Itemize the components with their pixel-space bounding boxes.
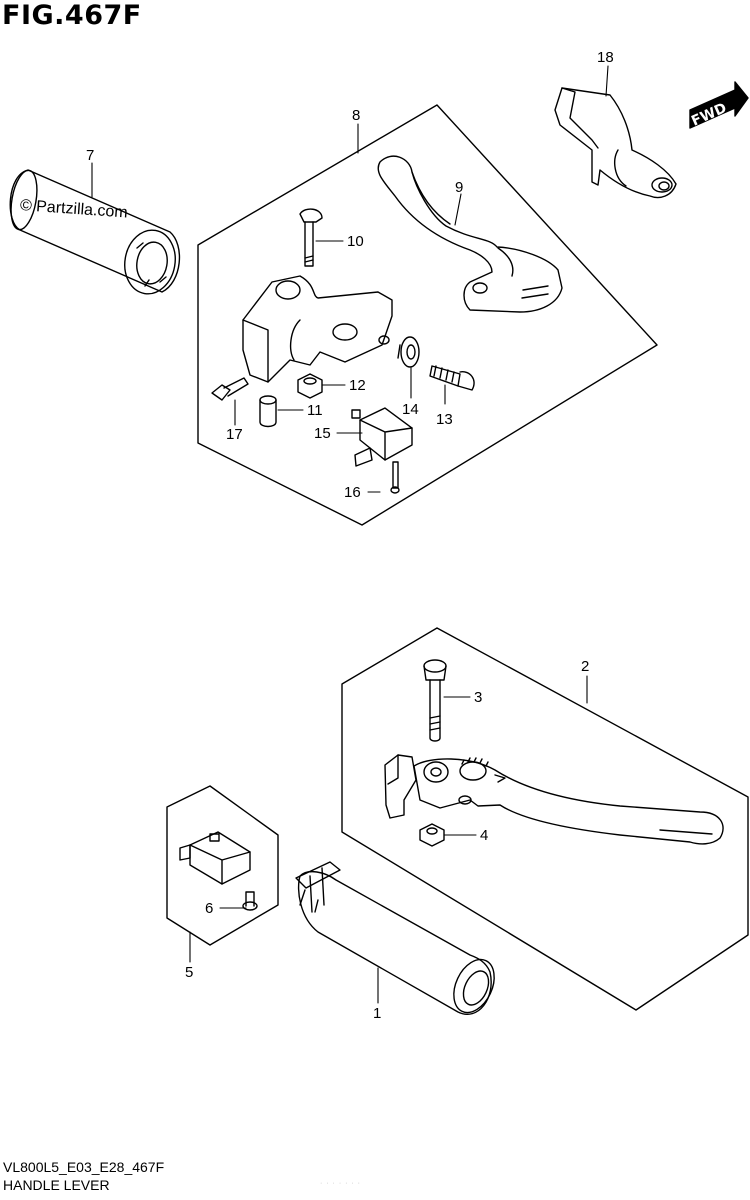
callout-3: 3 [474, 689, 482, 706]
callout-2: 2 [581, 658, 589, 675]
callout-5: 5 [185, 964, 193, 981]
switch-15 [351, 407, 413, 467]
bolt-3 [423, 659, 447, 742]
assembly-outline-8 [197, 104, 658, 526]
grip-7 [9, 169, 181, 295]
callout-13: 13 [436, 411, 453, 428]
leader-lines [91, 65, 609, 1004]
lever-9 [377, 155, 563, 313]
lever-2 [384, 754, 724, 845]
callout-17: 17 [226, 426, 243, 443]
callout-4: 4 [480, 827, 488, 844]
bolt-17 [211, 377, 249, 401]
fwd-arrow-icon [689, 81, 749, 129]
assembly-outline-2 [341, 627, 749, 1011]
screw-16 [390, 461, 400, 494]
figure-name: HANDLE LEVER [3, 1177, 110, 1193]
throttle-grip-1 [295, 861, 495, 1015]
callout-15: 15 [314, 425, 331, 442]
callout-18: 18 [597, 49, 614, 66]
washer-14 [397, 336, 420, 368]
screw-6 [242, 891, 258, 911]
callout-8: 8 [352, 107, 360, 124]
lever-bracket [242, 275, 393, 383]
switch-5 [179, 831, 251, 885]
figure-title: FIG.467F [2, 0, 142, 31]
nut-4 [419, 823, 445, 847]
callout-16: 16 [344, 484, 361, 501]
screw-13 [429, 365, 475, 391]
callout-12: 12 [349, 377, 366, 394]
callout-9: 9 [455, 179, 463, 196]
bolt-10 [299, 208, 323, 267]
cover-18 [554, 87, 677, 199]
callout-7: 7 [86, 147, 94, 164]
callout-14: 14 [402, 401, 419, 418]
figure-code: VL800L5_E03_E28_467F [3, 1159, 165, 1175]
collar-11 [259, 395, 277, 428]
callout-1: 1 [373, 1005, 381, 1022]
assembly-outline-5 [166, 785, 279, 946]
footer-fine-print: · · · · · · · [320, 1180, 361, 1187]
callout-10: 10 [347, 233, 364, 250]
callout-6: 6 [205, 900, 213, 917]
nut-12 [297, 373, 323, 399]
callout-11: 11 [307, 402, 323, 419]
